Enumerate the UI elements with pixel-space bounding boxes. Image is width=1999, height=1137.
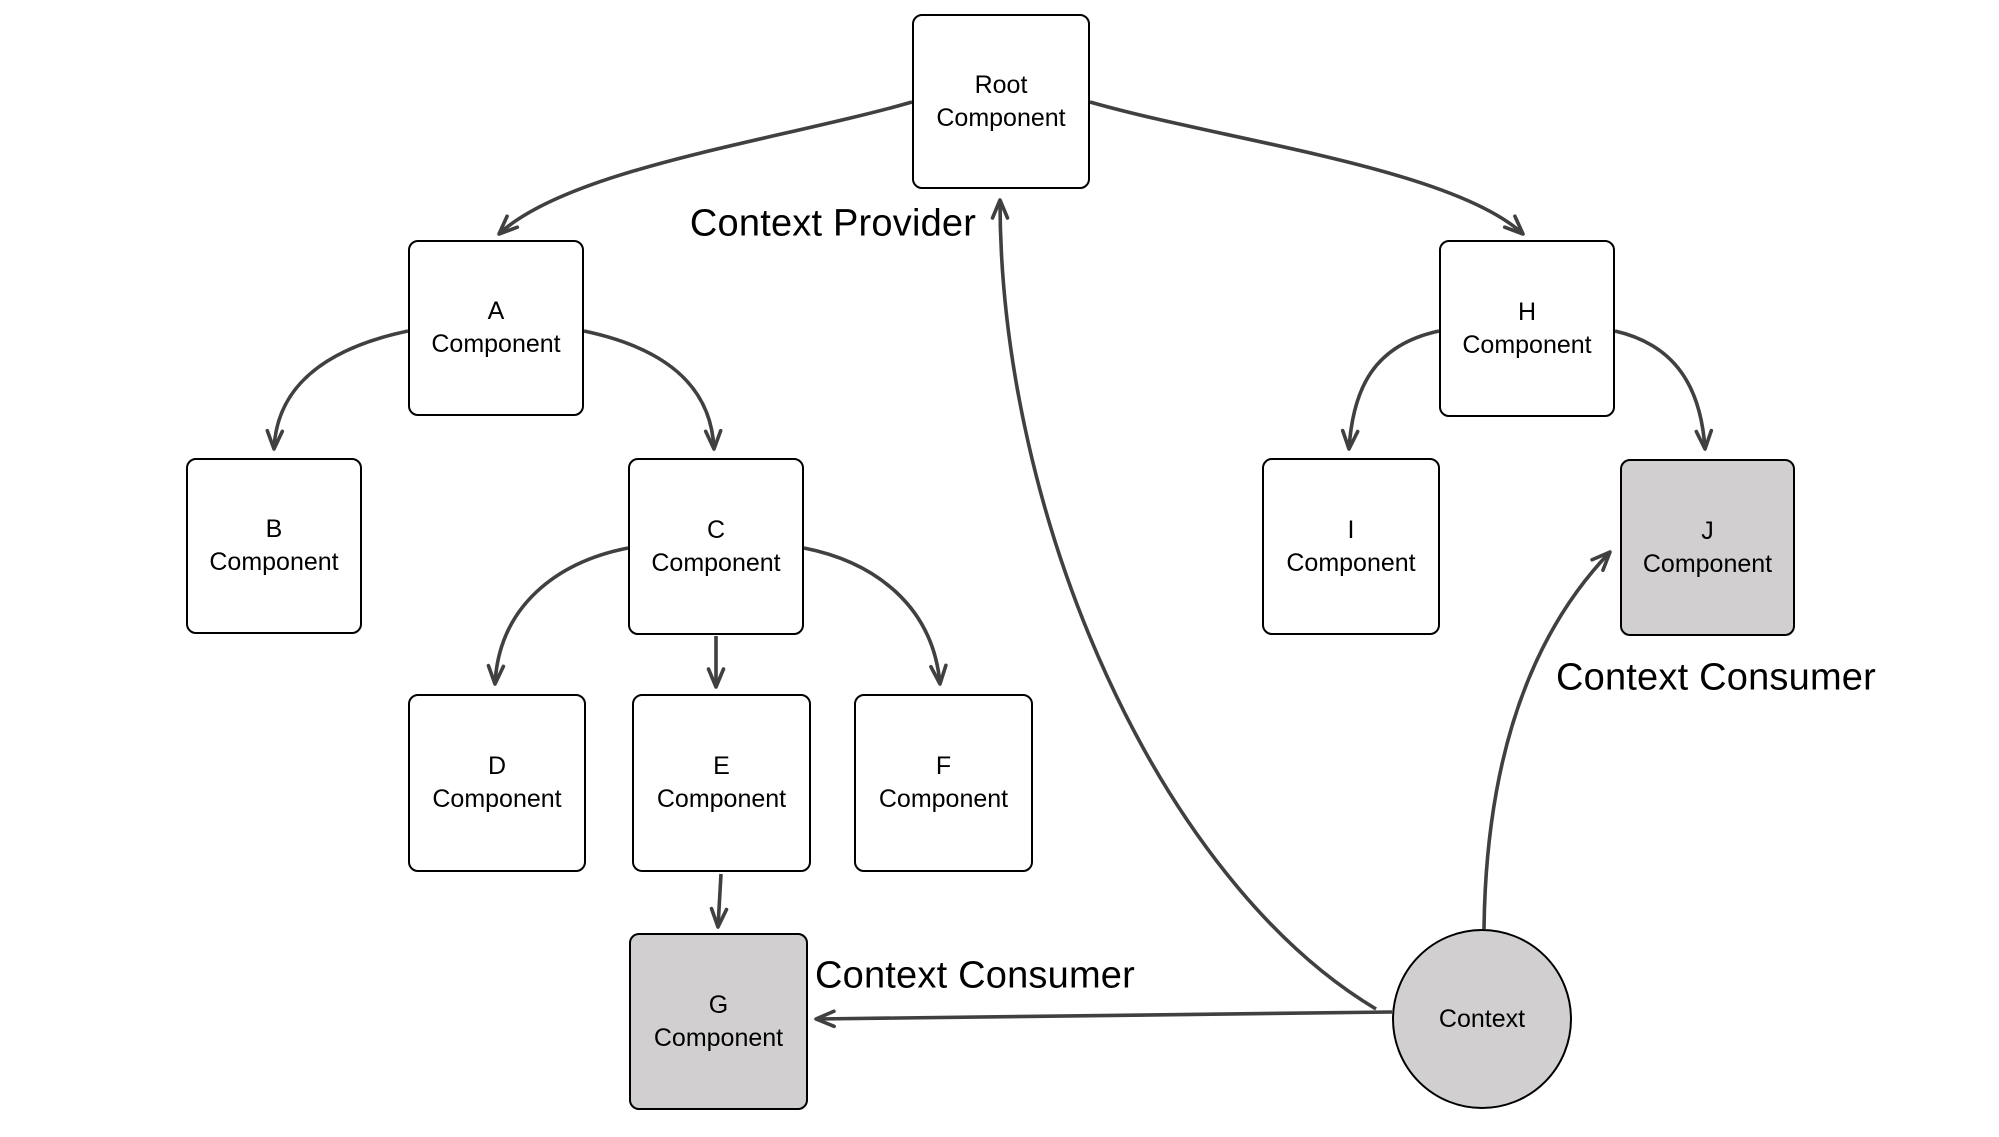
edge-context-to-j	[1482, 550, 1612, 930]
node-i-title: I	[1347, 515, 1355, 544]
node-g-component-consumer: G Component	[629, 933, 808, 1110]
edge-context-to-g	[814, 1009, 1393, 1029]
node-g-subtitle: Component	[653, 1023, 784, 1052]
node-root-title: Root	[974, 70, 1028, 99]
node-a-title: A	[487, 297, 505, 325]
node-f-title: F	[935, 752, 952, 780]
edge-c-to-d	[486, 546, 629, 686]
edge-h-to-i	[1340, 329, 1440, 451]
node-c-title: C	[706, 515, 726, 544]
node-j-title: J	[1701, 516, 1714, 545]
node-f-component: F Component	[854, 694, 1033, 872]
node-h-subtitle: Component	[1462, 330, 1592, 359]
node-root-component: Root Component	[912, 14, 1090, 189]
edge-root-to-a	[497, 100, 913, 236]
edge-a-to-c	[583, 329, 723, 451]
node-c-subtitle: Component	[651, 548, 781, 577]
node-j-component-consumer: J Component	[1620, 459, 1795, 636]
node-b-title: B	[265, 515, 283, 543]
context-consumer-label-bottom: Context Consumer	[814, 954, 1136, 997]
node-i-subtitle: Component	[1286, 548, 1416, 577]
node-e-component: E Component	[632, 694, 811, 872]
node-root-subtitle: Component	[936, 103, 1066, 132]
node-d-component: D Component	[408, 694, 586, 872]
edge-root-to-h	[1089, 100, 1525, 236]
edge-a-to-b	[265, 329, 409, 451]
node-g-title: G	[708, 990, 729, 1019]
node-d-title: D	[487, 752, 507, 780]
node-f-subtitle: Component	[878, 785, 1009, 813]
node-c-component: C Component	[628, 458, 804, 635]
node-h-component: H Component	[1439, 240, 1615, 417]
node-a-component: A Component	[408, 240, 584, 416]
node-i-component: I Component	[1262, 458, 1440, 635]
edge-c-to-f	[803, 546, 948, 686]
context-node: Context	[1392, 929, 1572, 1109]
node-h-title: H	[1517, 297, 1537, 326]
node-b-subtitle: Component	[209, 548, 339, 576]
context-provider-label: Context Provider	[689, 202, 977, 245]
edge-e-to-g	[709, 873, 729, 929]
node-d-subtitle: Component	[432, 785, 562, 813]
node-j-subtitle: Component	[1642, 549, 1773, 578]
node-e-subtitle: Component	[656, 785, 787, 813]
edge-context-to-root	[990, 198, 1377, 1011]
node-e-title: E	[713, 752, 730, 780]
node-b-component: B Component	[186, 458, 362, 634]
context-consumer-label-right: Context Consumer	[1555, 656, 1877, 699]
context-node-label: Context	[1438, 1004, 1526, 1033]
edge-h-to-j	[1614, 329, 1714, 451]
node-a-subtitle: Component	[431, 330, 561, 358]
